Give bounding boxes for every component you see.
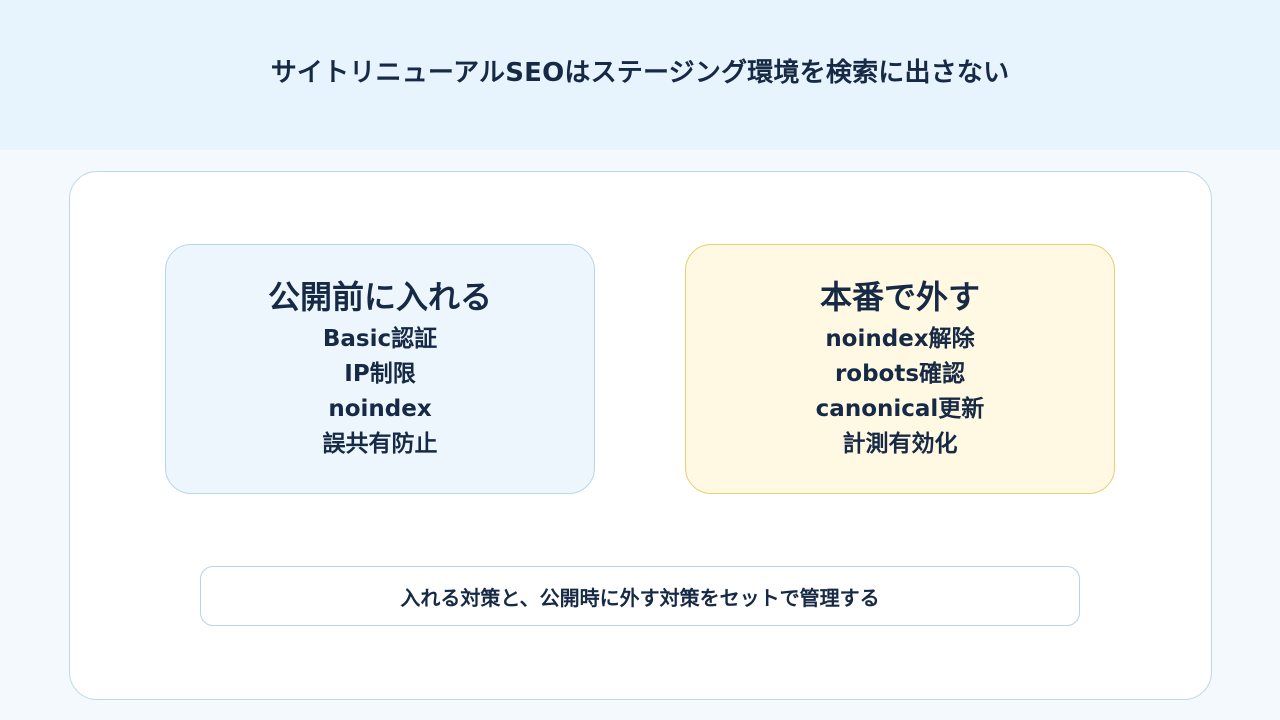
- list-item: 誤共有防止: [322, 431, 438, 457]
- panel-production-list: noindex解除 robots確認 canonical更新 計測有効化: [816, 322, 985, 462]
- panel-before-launch: 公開前に入れる Basic認証 IP制限 noindex 誤共有防止: [165, 244, 595, 494]
- panel-before-launch-title: 公開前に入れる: [267, 278, 492, 316]
- page-title: サイトリニューアルSEOはステージング環境を検索に出さない: [270, 57, 1010, 88]
- footer-note: 入れる対策と、公開時に外す対策をセットで管理する: [200, 566, 1080, 626]
- panel-production-title: 本番で外す: [819, 278, 980, 316]
- list-item: robots確認: [834, 361, 966, 387]
- list-item: noindex: [328, 396, 432, 422]
- list-item: canonical更新: [815, 396, 985, 422]
- header-banner: サイトリニューアルSEOはステージング環境を検索に出さない: [0, 0, 1280, 150]
- panel-production: 本番で外す noindex解除 robots確認 canonical更新 計測有…: [685, 244, 1115, 494]
- list-item: IP制限: [344, 361, 416, 387]
- list-item: Basic認証: [322, 326, 438, 352]
- panel-before-launch-list: Basic認証 IP制限 noindex 誤共有防止: [323, 322, 438, 462]
- list-item: 計測有効化: [842, 431, 958, 457]
- list-item: noindex解除: [825, 326, 975, 352]
